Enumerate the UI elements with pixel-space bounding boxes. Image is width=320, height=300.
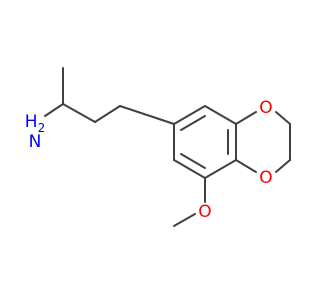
bond-o-upper-ch2 [275,111,291,125]
bond-ring-c5-c6 [173,159,206,179]
bond-ring-c1-c2 [173,105,206,125]
bond-ch2b-ring [119,105,175,125]
atom-label-o-methoxy: O [198,202,211,222]
atom-label-group: H2 N O O O [25,98,273,222]
atom-label-nh2: H2 [25,112,45,135]
bond-ch2a-ch2b [94,105,121,123]
bond-ch2-o-lower [275,159,291,173]
bond-chiral-amine [44,103,64,117]
atom-label-o-lower: O [259,168,272,188]
bond-chiral-ch2a [62,103,96,123]
bond-aromatic-inner-3 [180,153,206,169]
bond-o-methoxy-methyl [173,213,196,227]
molecule-structure-canvas: H2 N O O O [25,67,291,227]
bond-ring-c4-c5 [204,159,237,179]
atom-label-nh2-n: N [29,132,42,152]
atom-label-o-upper: O [259,98,272,118]
bond-ring-c2-c3 [204,105,237,125]
bond-o-lower-ring [235,159,257,173]
bond-aromatic-inner-1 [180,115,206,131]
bond-ring-o-upper [235,111,257,125]
bond-group [44,67,291,227]
